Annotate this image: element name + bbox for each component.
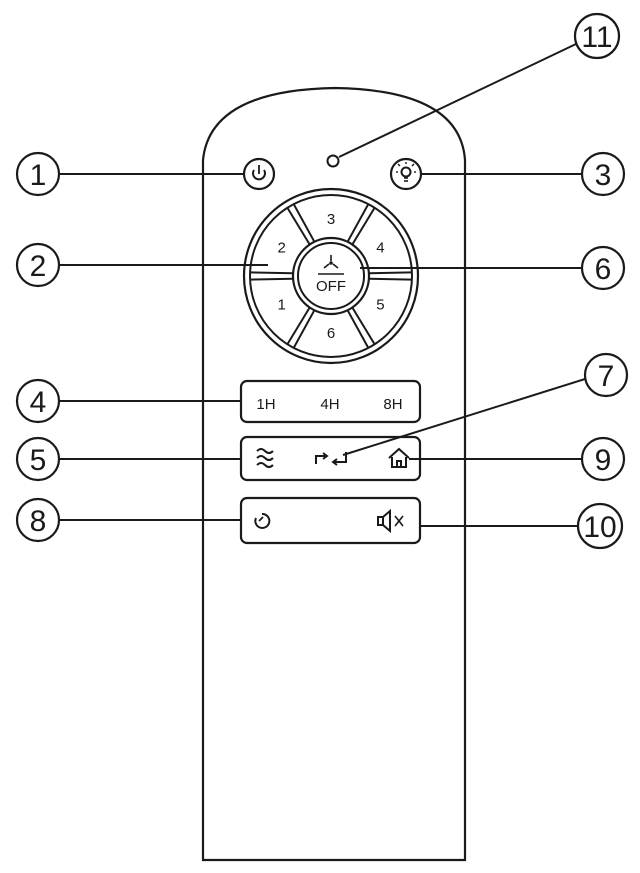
- mode-key-row: [239, 435, 422, 482]
- segment-divider: [368, 277, 412, 281]
- svg-text:1: 1: [30, 159, 47, 192]
- callout-8: 8: [15, 497, 61, 543]
- speed-2-button[interactable]: 2: [277, 240, 285, 257]
- svg-text:10: 10: [583, 511, 616, 544]
- speed-5-button[interactable]: 5: [376, 297, 384, 314]
- power-button[interactable]: [242, 157, 276, 191]
- timer-icon[interactable]: [254, 512, 271, 529]
- timer-key-row: 1H 4H 8H: [239, 379, 422, 424]
- callout-5: 5: [15, 436, 61, 482]
- segment-divider: [346, 309, 370, 349]
- callouts: 1 2 3 4 5 6 7 8: [15, 12, 629, 550]
- bottom-key-row: [239, 496, 422, 545]
- svg-text:7: 7: [598, 360, 615, 393]
- segment-divider: [351, 306, 376, 345]
- svg-text:6: 6: [595, 253, 612, 286]
- speed-6-button[interactable]: 6: [327, 325, 335, 342]
- breeze-icon[interactable]: [256, 448, 274, 468]
- timer-8h-button[interactable]: 8H: [383, 396, 402, 413]
- speed-1-button[interactable]: 1: [277, 297, 285, 314]
- callout-6: 6: [580, 245, 626, 291]
- callout-4: 4: [15, 378, 61, 424]
- power-icon: [252, 165, 266, 181]
- segment-divider: [346, 203, 370, 243]
- svg-text:9: 9: [595, 444, 612, 477]
- callout-7: 7: [583, 352, 629, 398]
- callout-10: 10: [576, 502, 624, 550]
- reverse-icon[interactable]: [315, 452, 347, 466]
- timer-1h-button[interactable]: 1H: [256, 396, 275, 413]
- segment-divider: [351, 207, 376, 246]
- speed-4-button[interactable]: 4: [376, 240, 384, 257]
- light-button[interactable]: [389, 157, 423, 191]
- segment-divider: [368, 271, 412, 275]
- svg-text:3: 3: [595, 159, 612, 192]
- segment-divider: [292, 309, 316, 349]
- speed-ring: 3 4 5 6 1 2 OFF: [242, 187, 420, 365]
- callout-1: 1: [15, 151, 61, 197]
- svg-text:8: 8: [30, 505, 47, 538]
- callout-9: 9: [580, 436, 626, 482]
- segment-divider: [250, 277, 294, 281]
- callout-11: 11: [573, 12, 621, 60]
- segment-divider: [292, 203, 316, 243]
- callout-3: 3: [580, 151, 626, 197]
- segment-divider: [250, 271, 294, 275]
- timer-4h-button[interactable]: 4H: [320, 396, 339, 413]
- remote-body: [201, 86, 467, 862]
- svg-text:5: 5: [30, 444, 47, 477]
- svg-text:11: 11: [581, 21, 612, 54]
- svg-text:2: 2: [30, 250, 47, 283]
- speed-3-button[interactable]: 3: [327, 211, 335, 228]
- indicator-led: [326, 154, 340, 168]
- fan-icon: [323, 255, 339, 269]
- light-bulb-icon: [396, 162, 416, 182]
- mute-icon[interactable]: [377, 508, 404, 534]
- off-button[interactable]: [291, 236, 371, 316]
- segment-divider: [286, 306, 311, 345]
- home-icon[interactable]: [388, 447, 410, 468]
- callout-leaders: [60, 43, 586, 527]
- svg-text:4: 4: [30, 386, 47, 419]
- off-label: OFF: [316, 278, 346, 295]
- callout-2: 2: [15, 242, 61, 288]
- segment-divider: [286, 207, 311, 246]
